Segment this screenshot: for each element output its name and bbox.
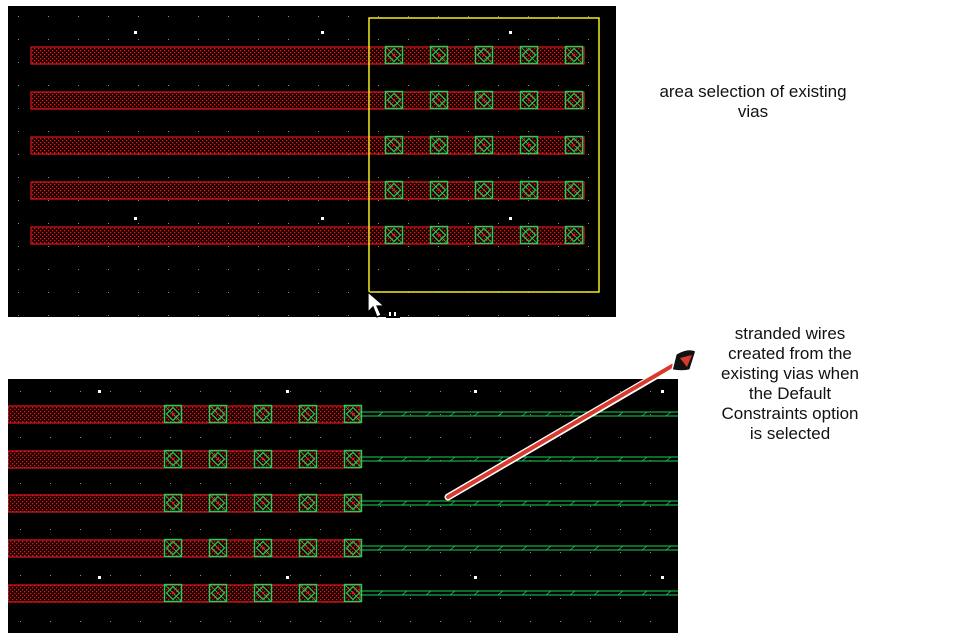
wire [30,181,585,200]
annotation-line: vias [737,102,769,121]
via [253,493,273,513]
via [253,404,273,424]
via [343,493,363,513]
via [163,404,183,424]
stranded-wire [360,545,678,551]
via [298,404,318,424]
annotation-line: area selection of existing [659,82,847,101]
via [384,225,404,245]
via [474,225,494,245]
via [208,404,228,424]
via [519,180,539,200]
via [343,583,363,603]
via [519,135,539,155]
annotation-line: Constraints option [721,404,859,423]
via [564,225,584,245]
via [429,45,449,65]
via [564,135,584,155]
stranded-wire [360,411,678,417]
via [564,180,584,200]
via [298,493,318,513]
grid-markers [134,31,512,220]
wire [30,91,585,110]
via [519,45,539,65]
layout-canvas-bottom[interactable] [8,379,678,633]
selection-box [368,17,600,293]
via [474,45,494,65]
via [253,583,273,603]
layout-view-bottom [8,390,678,622]
annotation-line: created from the [728,344,852,363]
layout-view-top [18,16,600,316]
via [429,135,449,155]
via [298,449,318,469]
via [519,90,539,110]
annotation-stranded-wires: stranded wires created from the existing… [690,324,890,444]
via [384,180,404,200]
annotation-line: stranded wires [734,324,846,343]
wire [30,46,585,65]
via [429,180,449,200]
wire [30,136,585,155]
via [163,493,183,513]
via [564,90,584,110]
annotation-line: the Default [748,384,832,403]
annotation-line: existing vias when [721,364,859,383]
via [208,493,228,513]
via [474,180,494,200]
via [474,135,494,155]
via [519,225,539,245]
via [474,90,494,110]
via [343,538,363,558]
via [298,538,318,558]
wire [30,226,585,245]
via [343,404,363,424]
via [564,45,584,65]
via [384,45,404,65]
stranded-wire [360,500,678,506]
via [343,449,363,469]
via [384,90,404,110]
via [429,90,449,110]
layout-canvas-top[interactable] [8,6,616,317]
via [208,583,228,603]
via [384,135,404,155]
via [208,449,228,469]
via [208,538,228,558]
via [163,449,183,469]
annotation-line: is selected [749,424,831,443]
via [253,449,273,469]
via [298,583,318,603]
stranded-wire [360,590,678,596]
via [163,538,183,558]
annotation-area-selection: area selection of existing vias [628,82,878,122]
via [429,225,449,245]
stranded-wire [360,456,678,462]
via [253,538,273,558]
via [163,583,183,603]
